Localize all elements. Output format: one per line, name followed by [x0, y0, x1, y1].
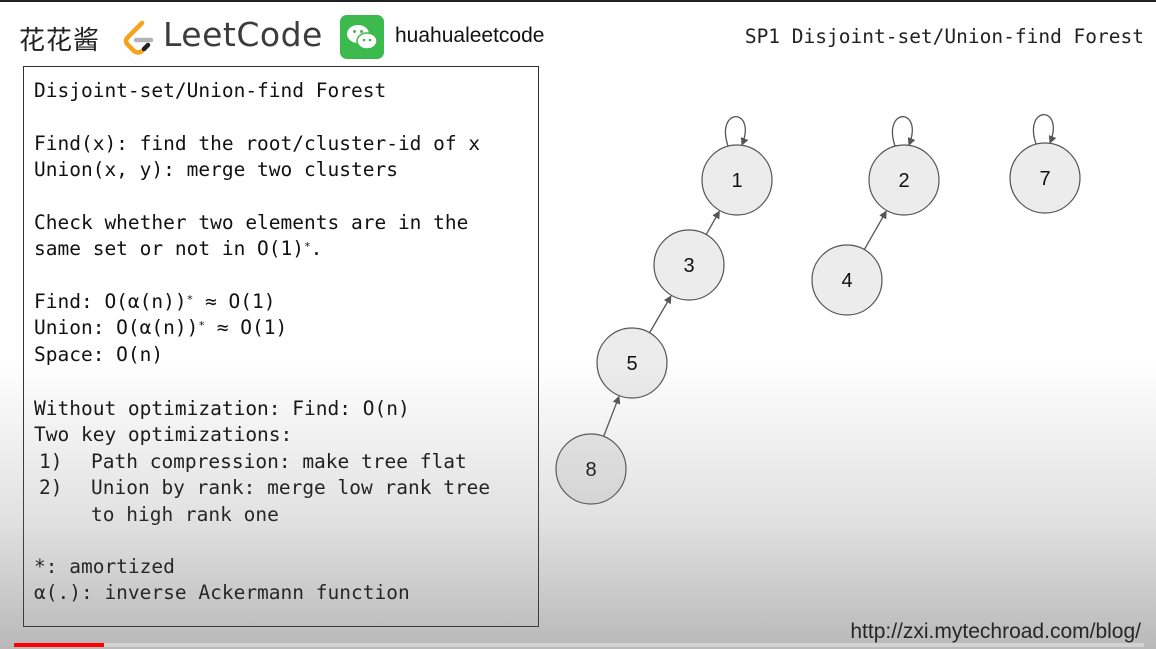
edge-8-to-5 — [603, 395, 621, 437]
node-label: 8 — [585, 459, 596, 481]
node-1: 1 — [701, 144, 773, 216]
node-label: 7 — [1039, 168, 1050, 190]
node-8: 8 — [555, 433, 627, 505]
node-3: 3 — [653, 229, 725, 301]
find-definition: Find(x): find the root/cluster-id of x — [34, 132, 481, 155]
union-definition: Union(x, y): merge two clusters — [34, 158, 398, 181]
union-find-forest-diagram: 1 2 7 3 4 5 8 — [555, 113, 1081, 505]
optimization-2-text-line-1: Union by rank: merge low rank tree — [91, 476, 491, 499]
edge-5-to-3 — [649, 295, 672, 334]
leetcode-wordmark: LeetCode — [163, 15, 323, 54]
alpha-note: α(.): inverse Ackermann function — [34, 581, 410, 604]
node-circle — [868, 144, 940, 216]
node-2: 2 — [868, 144, 940, 216]
check-line-1: Check whether two elements are in the — [34, 211, 469, 234]
node-label: 2 — [898, 170, 909, 192]
wechat-icon — [340, 15, 384, 59]
optimization-2-text-line-2: to high rank one — [91, 503, 279, 526]
node-4: 4 — [811, 244, 883, 316]
wechat-handle: huahualeetcode — [395, 24, 545, 47]
node-label: 4 — [841, 270, 852, 292]
node-5: 5 — [596, 327, 668, 399]
node-circle — [1009, 142, 1081, 214]
amortized-note: *: amortized — [34, 555, 175, 578]
two-key-optimizations: Two key optimizations: — [34, 423, 293, 446]
optimization-1-text: Path compression: make tree flat — [91, 450, 467, 473]
space-complexity: Space: O(n) — [34, 343, 164, 366]
optimization-2-number: 2) — [39, 476, 63, 499]
without-optimization: Without optimization: Find: O(n) — [34, 397, 410, 420]
check-line-2: same set or not in O(1)*. — [34, 237, 323, 260]
self-loop-7 — [1032, 113, 1057, 145]
top-border-line — [0, 0, 1156, 2]
node-label: 5 — [626, 353, 637, 375]
union-complexity: Union: O(α(n))* ≈ O(1) — [34, 316, 288, 339]
node-label: 1 — [731, 170, 742, 192]
video-progress-bar[interactable] — [14, 643, 1144, 647]
video-progress-fill — [14, 643, 105, 647]
node-circle — [555, 433, 627, 505]
find-complexity: Find: O(α(n))* ≈ O(1) — [34, 290, 276, 313]
self-loop-2 — [891, 115, 916, 147]
leetcode-logo-icon — [123, 20, 154, 55]
slide-title: SP1 Disjoint-set/Union-find Forest — [744, 25, 1144, 48]
node-7: 7 — [1009, 142, 1081, 214]
blog-url: http://zxi.mytechroad.com/blog/ — [850, 620, 1141, 643]
self-loop-1 — [724, 115, 749, 147]
node-circle — [701, 144, 773, 216]
panel-title: Disjoint-set/Union-find Forest — [34, 79, 387, 102]
node-label: 3 — [683, 255, 694, 277]
edge-3-to-1 — [705, 210, 720, 235]
node-circle — [596, 327, 668, 399]
node-circle — [811, 244, 883, 316]
node-circle — [653, 229, 725, 301]
brand-chinese-name: 花花酱 — [19, 26, 101, 56]
optimization-1-number: 1) — [39, 450, 63, 473]
definition-panel: Disjoint-set/Union-find Forest Find(x): … — [23, 66, 539, 627]
edge-4-to-2 — [863, 210, 887, 250]
